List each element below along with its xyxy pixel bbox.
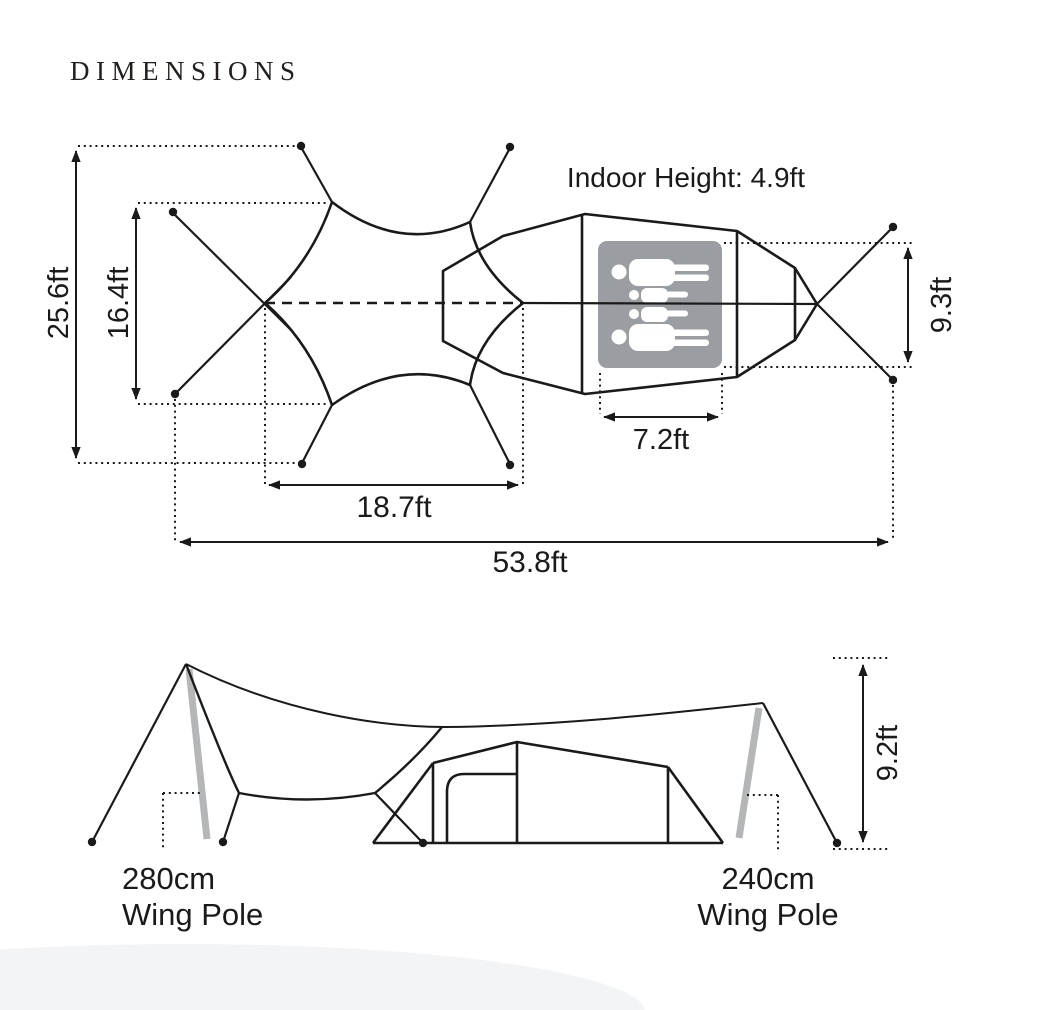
tarp-guy-lines xyxy=(172,146,511,465)
dim-label-total-length: 53.8ft xyxy=(492,546,568,579)
dimension-lines xyxy=(71,150,913,547)
tarp-side-silhouette xyxy=(184,663,764,801)
dim-label-right-width: 9.3ft xyxy=(926,277,958,333)
tarp-ridge-line xyxy=(185,663,764,729)
right-pole-name-label: Wing Pole xyxy=(697,897,838,932)
page-title: DIMENSIONS xyxy=(70,56,302,86)
left-pole-name-label: Wing Pole xyxy=(122,897,263,932)
right-wing-pole xyxy=(735,707,763,839)
tent-door xyxy=(445,772,517,843)
tent-top-outline xyxy=(441,212,819,396)
center-solid-line xyxy=(519,301,818,306)
side-dotted-lines xyxy=(162,657,890,851)
dim-label-sleeping-width: 7.2ft xyxy=(633,424,689,456)
side-stake-dots xyxy=(87,837,842,848)
page-edge-shadow xyxy=(0,944,645,1010)
top-view-diagram: 25.6ft 16.4ft 18.7ft 53.8ft 7.2ft 9.3ft … xyxy=(43,141,958,579)
dim-label-tarp-span: 18.7ft xyxy=(356,491,432,524)
left-pole-size-label: 280cm xyxy=(122,861,215,896)
tarp-rising-edge xyxy=(374,726,443,794)
dim-label-inner-width: 16.4ft xyxy=(103,267,135,340)
person-icon xyxy=(611,259,709,286)
side-guy-lines xyxy=(91,663,838,844)
person-icon xyxy=(629,307,688,322)
right-pole-size-label: 240cm xyxy=(721,861,814,896)
tarp-bottom-edge xyxy=(238,791,376,801)
extension-lines xyxy=(78,145,912,541)
tent-right-guy-lines xyxy=(816,226,894,381)
dim-label-outer-width: 25.6ft xyxy=(43,267,75,340)
stake-dots xyxy=(168,141,898,470)
person-icon xyxy=(629,288,688,303)
indoor-height-label: Indoor Height: 4.9ft xyxy=(567,162,805,193)
side-view-diagram: 9.2ft 280cm Wing Pole 240cm Wing Pole xyxy=(87,657,904,932)
tarp-left-edge xyxy=(184,663,241,794)
person-icon xyxy=(611,324,709,351)
dim-label-height: 9.2ft xyxy=(872,725,904,781)
left-wing-pole xyxy=(185,668,211,840)
tent-side-outline xyxy=(371,740,725,845)
